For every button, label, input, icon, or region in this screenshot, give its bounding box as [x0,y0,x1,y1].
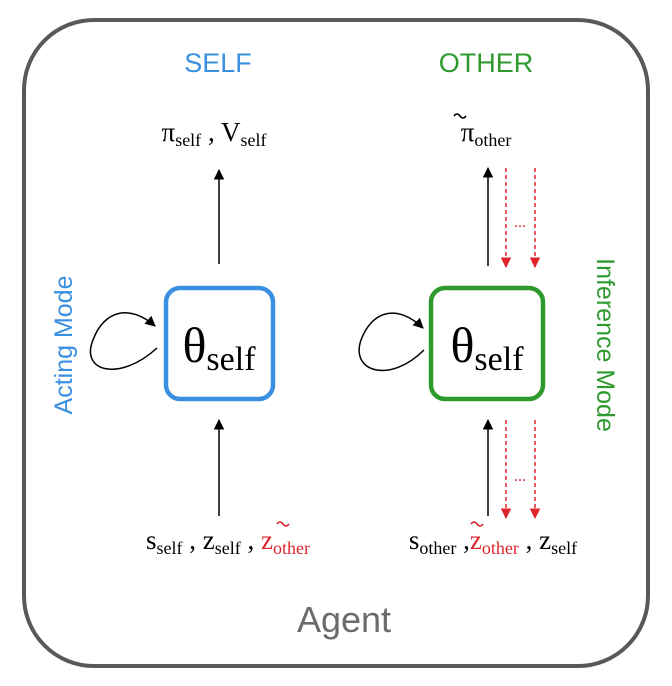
other-recurrent-loop [358,312,425,372]
self-inputs-separator-2: , [241,525,261,555]
z-self-symbol: z [203,525,215,555]
other-inputs-separator-1: , [456,525,470,555]
theta-other-label: θself [450,317,524,378]
pi-self-symbol: π [162,117,176,147]
theta-other-box [428,285,546,402]
z-self-subscript: self [215,538,241,558]
self-header: SELF [184,48,252,78]
v-self-subscript: self [240,130,266,150]
self-outputs-label: πself , Vself [162,117,267,150]
theta-self-symbol: θ [182,317,206,373]
other-outputs-label: πother [461,117,512,150]
self-inputs-label: sself , zself , zother [146,525,310,558]
pi-self-subscript: self [175,130,201,150]
self-inputs-separator-1: , [183,525,203,555]
other-inputs-tilde [470,521,484,527]
acting-mode-label: Acting Mode [50,276,78,415]
agent-frame [22,18,650,668]
pi-other-tilde [453,113,467,119]
theta-self-box [163,285,276,402]
upper-ellipsis: ... [514,214,526,231]
other-z-estimate-subscript: other [482,538,519,558]
self-recurrent-loop [89,312,158,370]
theta-self-label: θself [182,317,256,378]
s-self-subscript: self [157,538,183,558]
lower-ellipsis: ... [514,468,526,485]
other-header: OTHER [439,48,534,78]
other-z-self-symbol: z [539,525,551,555]
other-inputs-separator-2: , [519,525,539,555]
s-other-subscript: other [419,538,456,558]
other-z-estimate-symbol: z [470,525,482,555]
theta-other-symbol: θ [450,317,474,373]
agent-label: Agent [297,599,391,640]
z-other-estimate-subscript: other [273,538,310,558]
other-inputs-label: sother ,zother , zself [409,525,577,558]
s-self-symbol: s [146,525,157,555]
self-outputs-separator: , [201,117,221,147]
self-inputs-tilde [276,521,290,527]
theta-other-subscript: self [474,341,524,378]
pi-other-symbol: π [461,117,475,147]
pi-other-subscript: other [474,130,511,150]
other-z-self-subscript: self [551,538,577,558]
inference-mode-label: Inference Mode [591,258,619,432]
v-self-symbol: V [221,117,241,147]
z-other-estimate-symbol: z [261,525,273,555]
s-other-symbol: s [409,525,420,555]
theta-self-subscript: self [206,341,256,378]
